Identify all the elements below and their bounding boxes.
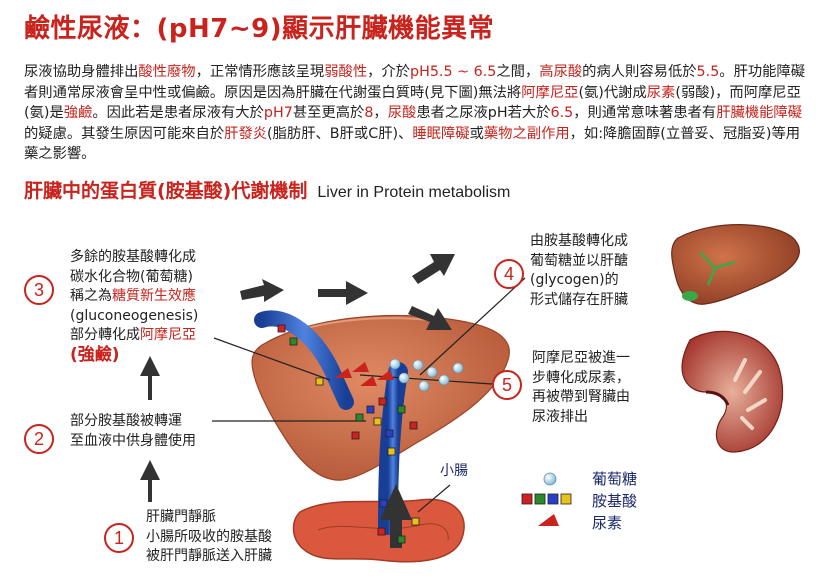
paragraph-segment: 酸性廢物	[138, 64, 196, 80]
step-5-line-4: 尿液排出	[532, 408, 588, 425]
legend-amino-mark-2	[534, 493, 546, 505]
paragraph-segment: 8	[364, 105, 374, 121]
step-3-number: 3	[24, 275, 54, 305]
paragraph-segment: 。因此若是患者尿液有大於	[92, 105, 264, 121]
legend-amino-mark-4	[560, 493, 572, 505]
step-5-number: 5	[492, 370, 522, 400]
step-5-line-2: 步轉化成尿素，	[532, 369, 630, 386]
paragraph-segment: ，如:降膽固醇(立普妥、冠脂妥)等用藥之影響。	[24, 125, 801, 163]
legend-amino-mark-1	[521, 493, 533, 505]
portal-vein-upper	[254, 310, 354, 410]
paragraph-segment: 強鹼	[63, 105, 93, 121]
flow-arrows	[140, 254, 455, 548]
paragraph-segment: 尿液協助身體排出	[24, 64, 139, 80]
paragraph-segment: ，介於	[367, 64, 411, 80]
step-5-text: 阿摩尼亞被進一 步轉化成尿素， 再被帶到腎臟由 尿液排出	[532, 349, 630, 427]
step-4-line-2: 葡萄糖並以肝醣	[530, 252, 628, 269]
paragraph-segment: 或	[469, 125, 484, 142]
paragraph-segment: (弱酸)，而阿摩尼亞(氨)是	[24, 84, 801, 122]
step-4-text: 由胺基酸轉化成 葡萄糖並以肝醣 (glycogen)的 形式儲存在肝臟	[530, 232, 628, 310]
paragraph-segment: pH7	[263, 105, 293, 121]
legend-amino-mark-3	[547, 493, 559, 505]
paragraph-segment: ，正常情形應該呈現	[195, 64, 325, 80]
paragraph-segment: 尿素	[646, 84, 676, 101]
paragraph-segment: ，	[373, 105, 388, 121]
arrow-up-left-2	[140, 460, 160, 502]
step-3-line-1: 多餘的胺基酸轉化成	[70, 249, 196, 265]
step-1-text: 肝臟門靜脈 小腸所吸收的胺基酸 被肝門靜脈送入肝臟	[146, 508, 272, 567]
step-2-line-2: 至血液中供身體使用	[70, 432, 196, 449]
arrow-right-2	[318, 281, 368, 305]
diagram-title-en: Liver in Protein metabolism	[317, 184, 511, 201]
step-3-line-5b: 阿摩尼亞	[140, 327, 196, 343]
paragraph-segment: 高尿酸	[539, 64, 583, 80]
intro-paragraph: 尿液協助身體排出酸性廢物，正常情形應該呈現弱酸性，介於pH5.5 ~ 6.5之間…	[24, 62, 814, 165]
step-5-line-3: 再被帶到腎臟由	[532, 389, 630, 405]
amino-acid-molecules	[277, 324, 420, 544]
urea-molecules	[335, 362, 394, 386]
step-1-number: 1	[104, 523, 134, 553]
paragraph-segment: 藥物之副作用	[483, 125, 570, 142]
step-3-line-5a: 部分轉化成	[70, 327, 140, 343]
step-2-number: 2	[24, 424, 54, 454]
step-4-number: 4	[494, 259, 524, 289]
liver-image	[671, 224, 800, 305]
paragraph-segment: ，則通常意味著患者有	[573, 105, 717, 121]
kidney-image	[681, 330, 784, 453]
legend-marks	[521, 472, 572, 526]
step-2-text: 部分胺基酸被轉運 至血液中供身體使用	[70, 412, 196, 451]
glucose-molecules	[389, 358, 464, 392]
arrow-up-vein	[380, 484, 412, 548]
paragraph-segment: 之間，	[496, 64, 540, 80]
step-3-line-4: (gluconeogenesis)	[70, 307, 199, 324]
legend-urea-mark	[538, 514, 559, 526]
arrow-down-right	[408, 306, 452, 330]
legend-amino-label: 胺基酸	[592, 492, 638, 510]
paragraph-segment: (脂肪肝、B肝或C肝)、	[267, 125, 413, 142]
step-4-line-4: 形式儲存在肝臟	[530, 291, 628, 308]
diagram-title-zh: 肝臟中的蛋白質(胺基酸)代謝機制	[24, 180, 308, 202]
paragraph-segment: 5.5	[696, 64, 720, 80]
step-3-line-3: 稱之為糖質新生效應	[70, 287, 198, 307]
paragraph-segment: pH5.5 ~ 6.5	[410, 64, 497, 80]
paragraph-segment: (氨)代謝成	[578, 84, 647, 101]
paragraph-segment: 的疑慮。其發生原因可能來自於	[24, 125, 225, 142]
step-3-line-6: (強鹼)	[70, 344, 120, 365]
step-2-line-1: 部分胺基酸被轉運	[70, 413, 182, 429]
paragraph-segment: 肝發炎	[224, 125, 268, 142]
step-4-line-3: (glycogen)的	[530, 272, 619, 288]
step-3-line-3b: 糖質新生效應	[112, 288, 196, 304]
step-1-line-2: 小腸所吸收的胺基酸	[146, 528, 272, 545]
step-3-line-5: 部分轉化成阿摩尼亞	[70, 326, 198, 346]
legend-glucose-label: 葡萄糖	[592, 470, 638, 488]
step-1-line-3: 被肝門靜脈送入肝臟	[146, 548, 272, 564]
step-1-line-1: 肝臟門靜脈	[146, 509, 216, 525]
arrow-right-1	[240, 279, 284, 302]
arrow-up-left	[140, 356, 160, 400]
step-3-text: 多餘的胺基酸轉化成 碳水化合物(葡萄糖) 稱之為糖質新生效應 (gluconeo…	[70, 248, 198, 365]
paragraph-segment: 弱酸性	[324, 64, 368, 80]
page-title: 鹼性尿液：(pH7~9)顯示肝臟機能異常	[24, 14, 495, 44]
diagram-title: 肝臟中的蛋白質(胺基酸)代謝機制 Liver in Protein metabol…	[24, 176, 510, 203]
intestine-label: 小腸	[440, 463, 468, 479]
paragraph-segment: 阿摩尼亞	[521, 84, 579, 101]
legend-urea-label: 尿素	[592, 514, 623, 532]
paragraph-segment: 尿酸	[387, 105, 417, 121]
step-3-line-2: 碳水化合物(葡萄糖)	[70, 268, 193, 285]
paragraph-segment: 甚至更高於	[292, 105, 365, 121]
paragraph-segment: 睡眠障礙	[412, 125, 470, 142]
paragraph-segment: 患者之尿液pH若大於	[416, 105, 551, 121]
step-4-line-1: 由胺基酸轉化成	[530, 233, 628, 249]
legend-glucose-mark	[543, 472, 557, 486]
paragraph-segment: 肝臟機能障礙	[716, 105, 803, 121]
step-3-line-3a: 稱之為	[70, 288, 112, 304]
paragraph-segment: 。肝功能障礙者則通常尿液會呈中性或偏鹼。原因是因為肝臟在代謝蛋白質時(見下圖)無…	[24, 64, 806, 101]
paragraph-segment: 6.5	[550, 105, 574, 121]
step-5-line-1: 阿摩尼亞被進一	[532, 350, 630, 366]
paragraph-segment: 的病人則容易低於	[582, 64, 697, 80]
pointer-lines	[212, 277, 526, 513]
arrow-up-right	[412, 254, 455, 284]
